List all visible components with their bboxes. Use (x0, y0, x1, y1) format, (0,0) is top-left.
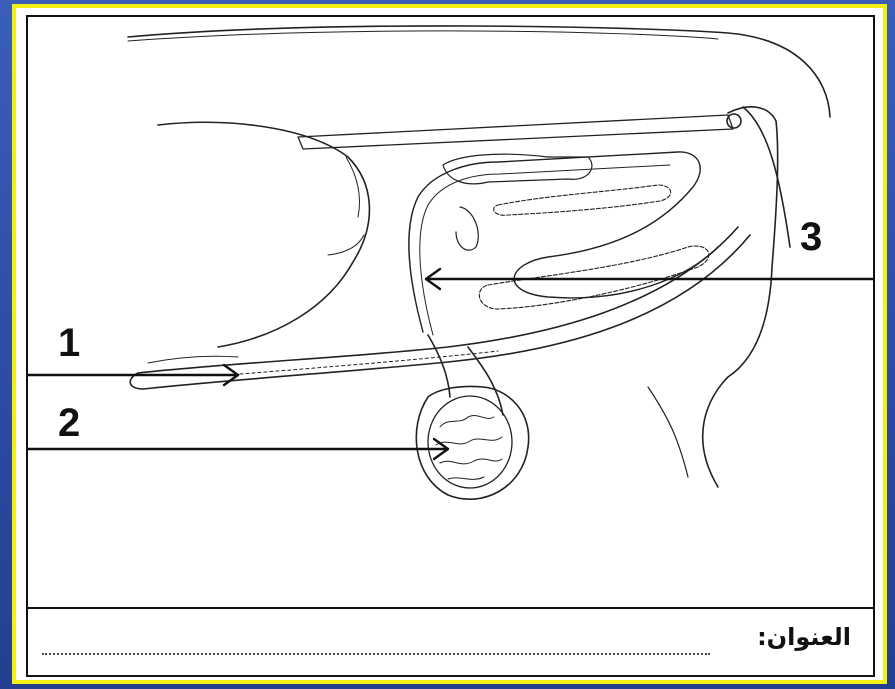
title-label: العنوان: (757, 623, 851, 651)
testis (428, 396, 512, 488)
worksheet-panel: 1 2 3 العنوان: (26, 15, 875, 677)
bulbourethral (456, 207, 478, 250)
label-1: 1 (58, 323, 80, 363)
tail-outline (703, 107, 778, 487)
abdomen-organ-fold-2 (346, 157, 360, 217)
sheath (148, 356, 238, 363)
gland-coil (494, 185, 671, 215)
abdomen-organ (158, 122, 369, 347)
arrow-1 (28, 365, 238, 385)
worksheet-frame: 1 2 3 العنوان: (12, 4, 887, 684)
penis-outer-top (138, 227, 738, 373)
label-2: 2 (58, 403, 80, 443)
hindleg-outline (648, 387, 688, 477)
rectum (298, 115, 733, 149)
anus-knob (727, 114, 741, 128)
spermatic-cord-left (428, 335, 450, 397)
arrow-2 (28, 439, 448, 459)
anatomy-figure: 1 2 3 (28, 17, 873, 607)
body-back-outline (128, 26, 830, 117)
body-back-outline-inner (128, 31, 718, 41)
sperm-duct-loop-inner (420, 165, 670, 335)
reproductive-system-drawing (28, 17, 873, 607)
label-3: 3 (800, 217, 822, 257)
title-row: العنوان: (28, 607, 873, 675)
rump-outline (743, 107, 790, 247)
title-answer-line[interactable] (42, 653, 710, 655)
penis-outer-bottom (143, 235, 750, 389)
